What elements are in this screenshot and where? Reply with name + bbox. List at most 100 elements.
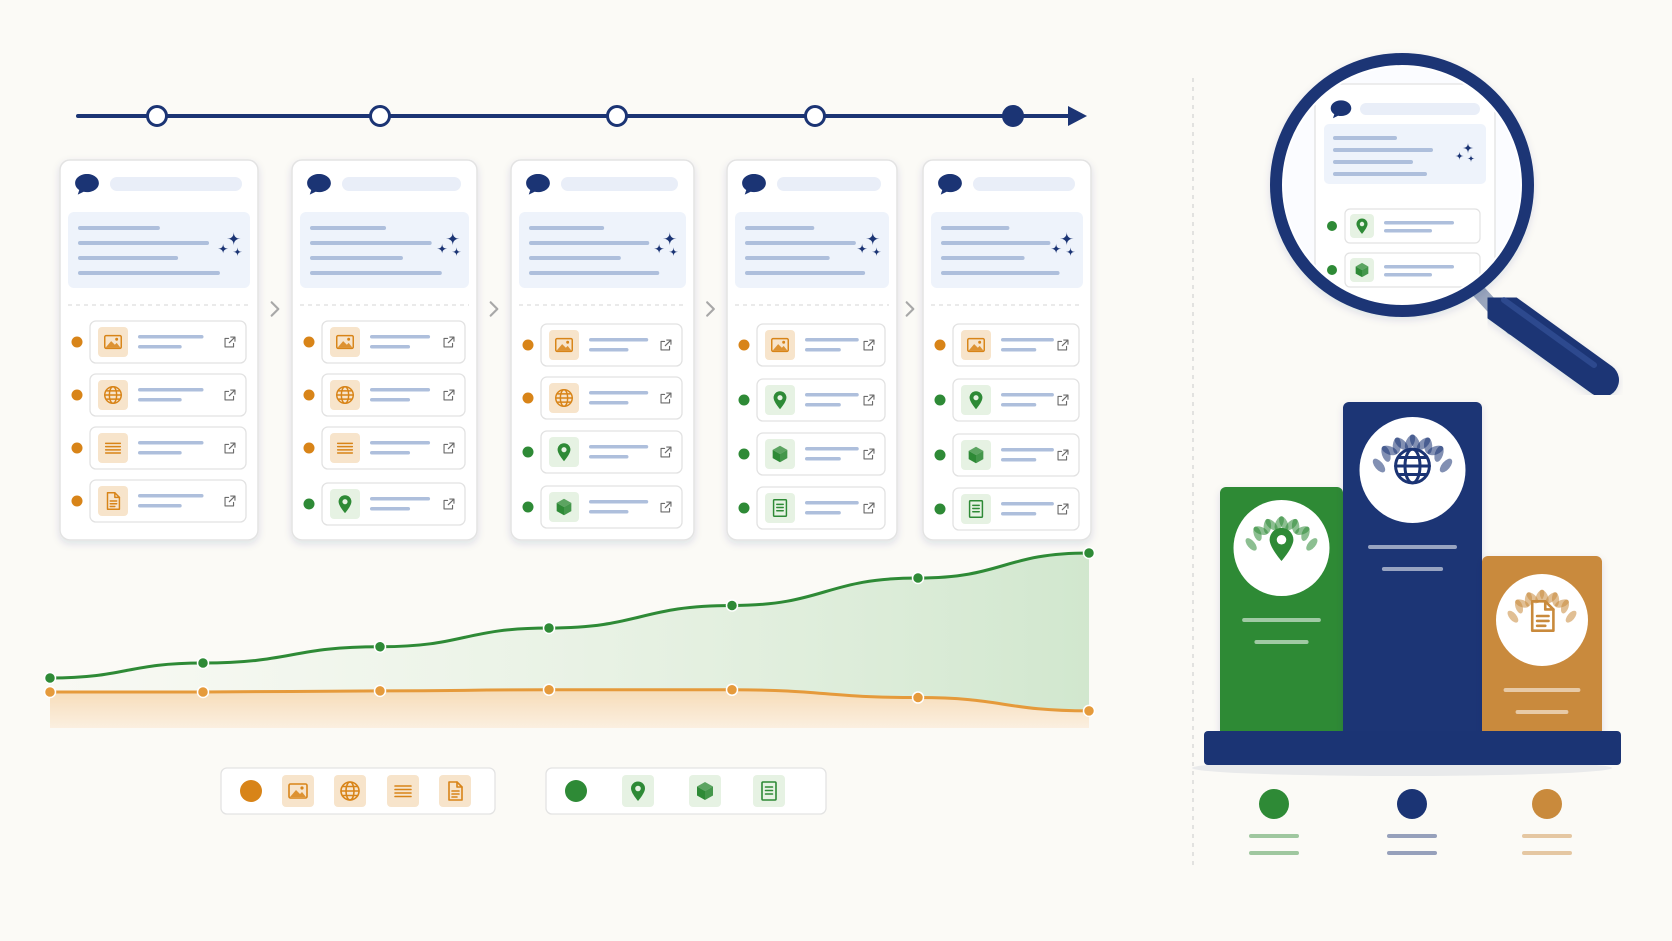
green-dot [565, 780, 587, 802]
handle-highlight [1501, 297, 1597, 368]
source-row[interactable] [934, 487, 1080, 531]
chat-bubble-icon [742, 174, 766, 195]
orange-point [196, 685, 210, 699]
green-point [43, 671, 57, 685]
search-result-card [922, 159, 1092, 541]
source-row[interactable] [522, 430, 683, 474]
text-placeholder-line [1522, 834, 1572, 838]
text-placeholder-line [370, 497, 431, 501]
green-point [1082, 546, 1096, 560]
source-row[interactable] [738, 432, 886, 476]
sparkle-icon [436, 231, 461, 257]
source-chip [1344, 208, 1481, 244]
search-result-card [726, 159, 898, 541]
text-placeholder-line [138, 345, 182, 349]
ai-answer-panel [735, 212, 889, 288]
globe-icon [336, 386, 354, 404]
text-placeholder-line [370, 345, 411, 349]
sparkle-icon [217, 231, 242, 257]
orange-dot [71, 336, 83, 348]
text-placeholder-line [1001, 338, 1054, 342]
receipt-icon [968, 500, 984, 518]
green-point [196, 656, 210, 670]
text-placeholder-line [370, 441, 431, 445]
receipt-icon [772, 499, 788, 517]
source-icon-tile [765, 330, 795, 360]
timeline-node [804, 105, 826, 127]
text-placeholder-line [138, 441, 204, 445]
ai-answer-panel [68, 212, 250, 288]
text-placeholder-line [529, 271, 660, 275]
source-row[interactable] [738, 486, 886, 530]
podium-illustration [1192, 402, 1621, 855]
legend-row [220, 767, 827, 815]
source-row[interactable] [934, 323, 1080, 367]
text-placeholder-line [1381, 567, 1444, 571]
source-icon-tile [330, 433, 360, 463]
magnifier-handle [1481, 288, 1619, 397]
text-placeholder-line [589, 391, 649, 395]
source-row[interactable] [303, 373, 466, 417]
text-placeholder-line [589, 338, 649, 342]
source-row[interactable] [738, 323, 886, 367]
source-row[interactable] [303, 482, 466, 526]
image-icon [336, 334, 354, 350]
source-chip[interactable] [89, 426, 247, 470]
receipt-icon [761, 781, 777, 801]
source-row[interactable] [934, 433, 1080, 477]
source-row[interactable] [522, 376, 683, 420]
text-placeholder-line [1001, 348, 1037, 352]
green-dot [1327, 221, 1337, 231]
source-row[interactable] [522, 323, 683, 367]
source-row[interactable] [303, 426, 466, 470]
laurel-icon [1507, 589, 1577, 623]
green-sources-legend [545, 767, 827, 815]
timeline [76, 105, 1087, 127]
text-placeholder-line [1333, 148, 1433, 152]
map-pin-icon [773, 391, 787, 410]
chevron-right-icon [706, 301, 715, 317]
cube-icon [968, 446, 984, 464]
query-placeholder [342, 177, 461, 191]
text-placeholder-line [1368, 545, 1457, 549]
source-row[interactable] [522, 485, 683, 529]
text-placeholder-line [941, 226, 1010, 230]
bronze-dot [1532, 789, 1562, 819]
image-icon [555, 337, 573, 353]
card-row [59, 159, 1092, 541]
sparkle-icon [1455, 142, 1475, 163]
text-placeholder-line [805, 457, 841, 461]
source-row[interactable] [71, 373, 247, 417]
source-row[interactable] [303, 320, 466, 364]
green-dot [934, 394, 946, 406]
source-row[interactable] [71, 426, 247, 470]
source-row[interactable] [738, 378, 886, 422]
orange-dot [522, 339, 534, 351]
timeline-node [369, 105, 391, 127]
lines-icon [394, 785, 412, 798]
text-placeholder-line [1001, 502, 1054, 506]
source-row[interactable] [934, 378, 1080, 422]
text-placeholder-line [941, 256, 1025, 260]
source-row[interactable] [71, 320, 247, 364]
external-link-icon [863, 339, 875, 351]
image-icon [771, 337, 789, 353]
source-chip[interactable] [89, 320, 247, 364]
orange-dot [240, 780, 262, 802]
source-chip[interactable] [89, 373, 247, 417]
text-placeholder-line [1242, 618, 1321, 622]
text-placeholder-line [805, 447, 859, 451]
text-placeholder-line [529, 226, 605, 230]
podium-block-place-3 [1482, 556, 1602, 737]
podium-base [1204, 731, 1621, 765]
text-placeholder-line [589, 500, 649, 504]
green-dot [738, 394, 750, 406]
chevron-right-icon [270, 301, 280, 317]
navy-dot [1397, 789, 1427, 819]
source-chip[interactable] [89, 479, 247, 523]
source-row[interactable] [71, 479, 247, 523]
text-placeholder-line [310, 256, 403, 260]
podium-block-place-2 [1220, 487, 1343, 737]
text-placeholder-line [805, 338, 859, 342]
